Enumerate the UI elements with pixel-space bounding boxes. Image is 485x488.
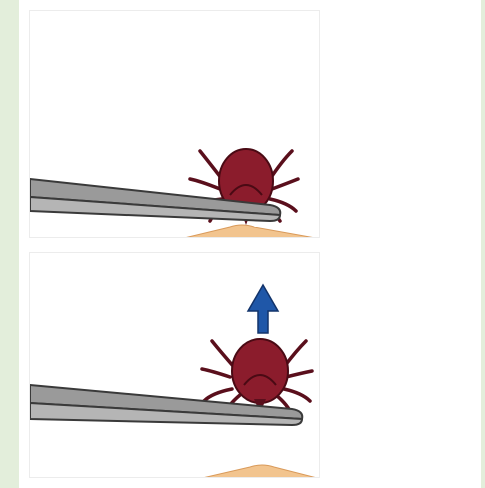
grasp-illustration: [30, 11, 320, 238]
skin-bump: [180, 225, 320, 238]
pull-illustration: [30, 253, 320, 478]
panel-pull-tick: [29, 252, 320, 478]
skin-bump: [198, 465, 320, 478]
tick-body: [232, 339, 288, 403]
panel-grasp-tick: [29, 10, 320, 238]
arrow-up-icon: [248, 285, 278, 333]
